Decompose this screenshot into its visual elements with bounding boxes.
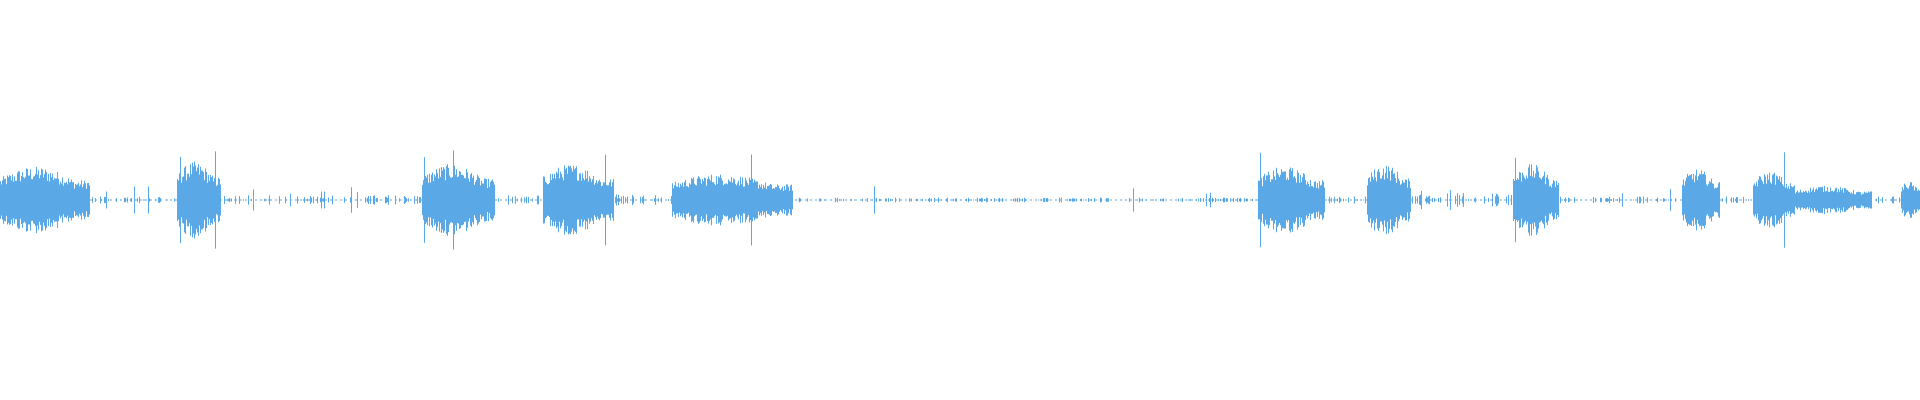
waveform-bars (0, 150, 1920, 250)
